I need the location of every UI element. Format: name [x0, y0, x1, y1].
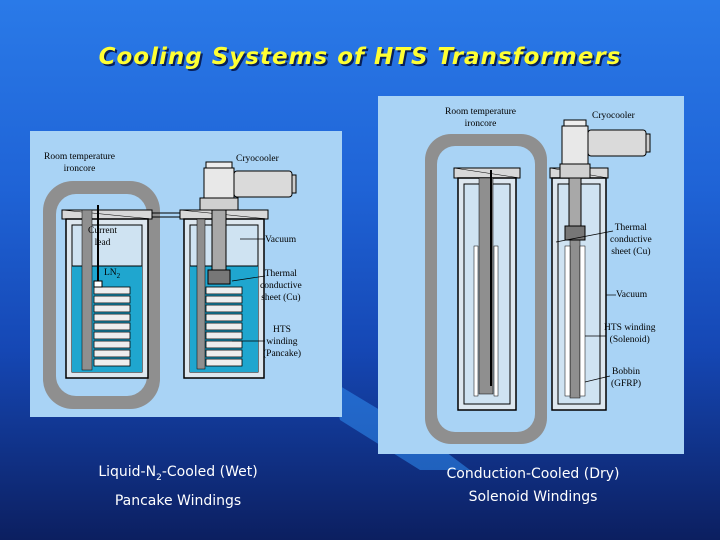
solenoid-winding-left [473, 245, 499, 397]
label-cryocooler: Cryocooler [592, 111, 635, 121]
solenoid-winding-right [564, 245, 586, 397]
caption-dry-line2: Solenoid Windings [468, 489, 598, 505]
label-cryocooler: Cryocooler [236, 154, 279, 164]
label-vacuum: Vacuum [265, 235, 297, 245]
caption-wet-line1: Liquid-N2-Cooled (Wet) [98, 464, 258, 483]
pancake-coils-left [93, 286, 131, 367]
caption-dry-line1: Conduction-Cooled (Dry) [446, 466, 620, 482]
caption-dry: Conduction-Cooled (Dry) Solenoid Winding… [420, 463, 646, 509]
pancake-coils-right [205, 286, 243, 367]
dry-cooling-drawing [425, 119, 651, 444]
label-bobbin: Bobbin(GFRP) [611, 367, 642, 389]
cryocooler-right [559, 119, 651, 241]
wet-cooling-drawing [43, 161, 297, 409]
current-lead [97, 205, 99, 287]
caption-wet-line2: Pancake Windings [114, 492, 242, 509]
cryocooler-left [199, 161, 297, 285]
slide-title: Cooling Systems of HTS Transformers [98, 44, 622, 70]
label-hts-winding: HTS winding(Solenoid) [604, 323, 656, 345]
label-ln2: LN2 [104, 268, 121, 280]
label-vacuum: Vacuum [616, 290, 648, 300]
caption-wet: Liquid-N2-Cooled (Wet) Pancake Windings [68, 461, 288, 513]
